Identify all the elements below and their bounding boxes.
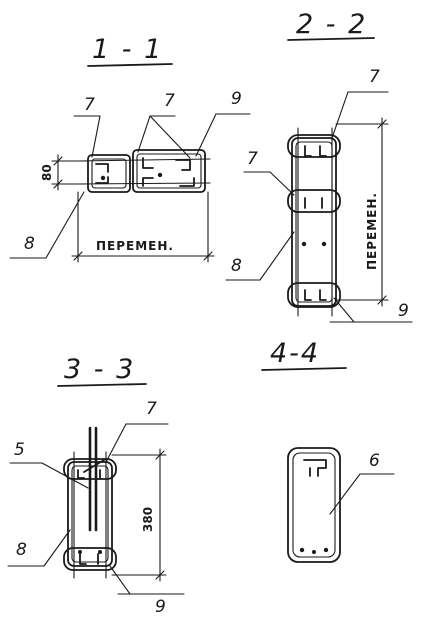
- section-2-2-label-8: 8: [231, 256, 242, 276]
- section-2-2-title: 2 - 2: [296, 9, 367, 40]
- section-4-4-title: 4-4: [270, 338, 320, 369]
- closed-stirrup: [287, 447, 341, 563]
- section-3-3-label-7: 7: [146, 399, 157, 419]
- section-2-2-label-9: 9: [398, 301, 409, 321]
- section-2-2: 2 - 2 7 7 8 9: [225, 9, 413, 323]
- section-1-1: 1 - 1 7 7 9 8: [9, 34, 251, 263]
- section-4-4: 4-4 6: [261, 338, 395, 563]
- section-3-3-label-9: 9: [155, 597, 166, 617]
- section-2-2-label-7a: 7: [369, 67, 380, 87]
- section-2-2-label-7b: 7: [247, 149, 258, 169]
- section-1-1-label-8: 8: [24, 234, 35, 254]
- cage-right: [132, 149, 206, 193]
- section-3-3-title: 3 - 3: [64, 354, 135, 385]
- section-1-1-dim-variable: ПЕРЕМЕН.: [96, 239, 174, 253]
- section-4-4-label-6: 6: [369, 451, 380, 471]
- section-1-1-label-9: 9: [231, 89, 242, 109]
- section-1-1-title: 1 - 1: [92, 34, 163, 65]
- cage-tall: [291, 137, 337, 307]
- section-3-3-dim-380: 380: [141, 507, 155, 532]
- section-1-1-label-7a: 7: [84, 95, 95, 115]
- section-2-2-dim-variable: ПЕРЕМЕН.: [365, 192, 379, 270]
- cage-left: [87, 154, 131, 193]
- section-1-1-title-underline: [87, 63, 173, 67]
- section-1-1-dim-80: 80: [40, 164, 54, 181]
- section-3-3-label-5: 5: [14, 440, 25, 460]
- section-1-1-label-7b: 7: [164, 91, 175, 111]
- section-3-3: 3 - 3 7 5 8 9: [7, 354, 185, 617]
- section-3-3-label-8: 8: [16, 540, 27, 560]
